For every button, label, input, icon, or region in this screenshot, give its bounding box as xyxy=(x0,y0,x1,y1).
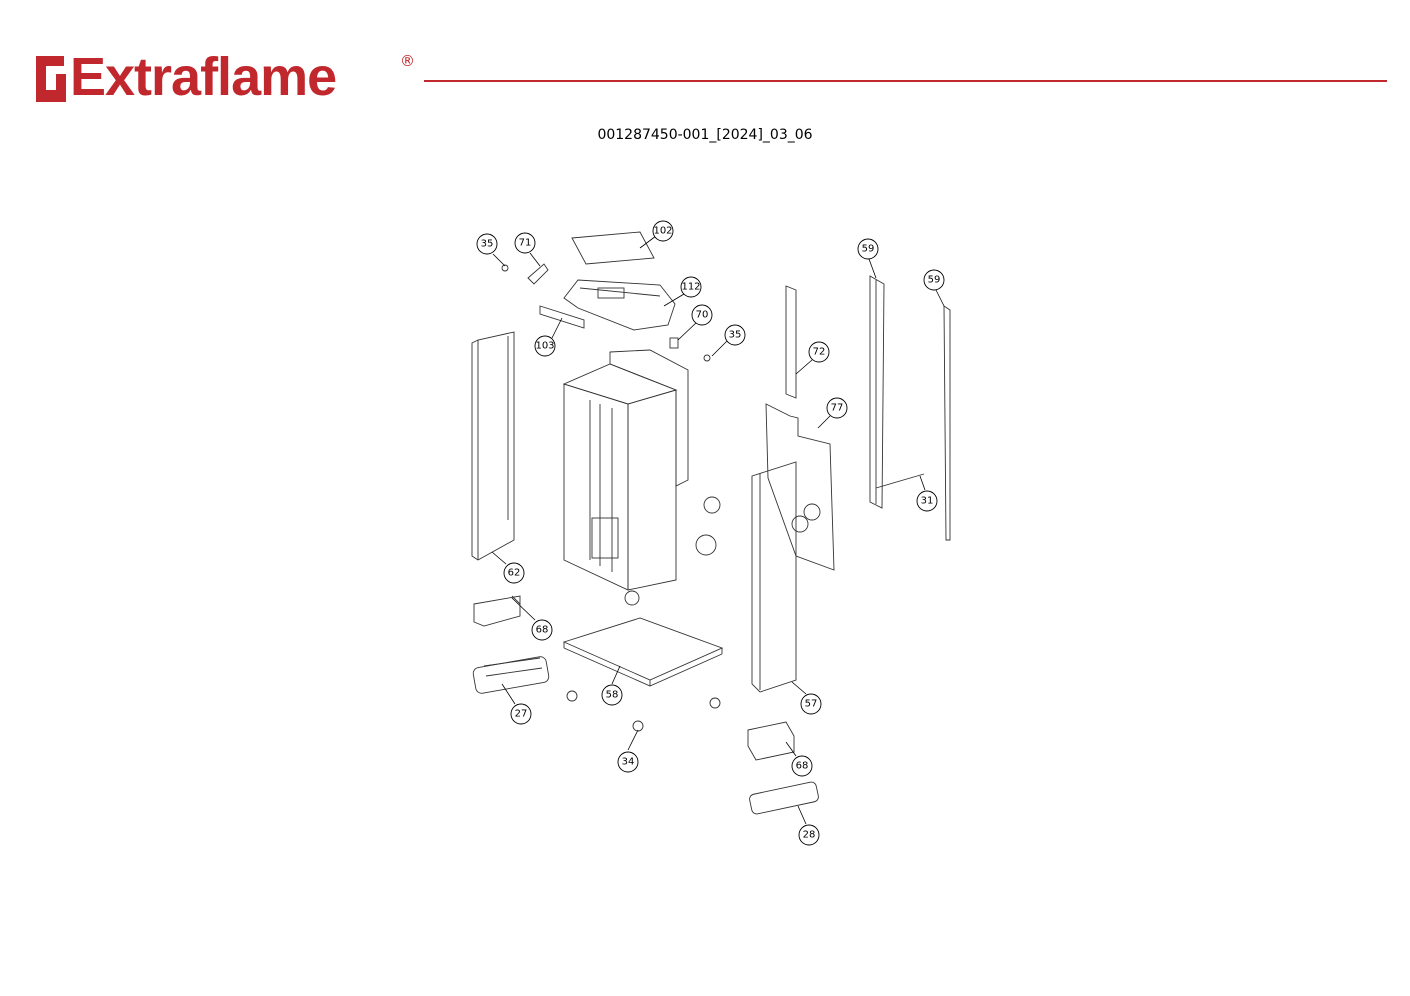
callout-112: 112 xyxy=(680,276,702,298)
callout-71: 71 xyxy=(514,232,536,254)
svg-text:72: 72 xyxy=(813,347,826,358)
registered-mark: ® xyxy=(400,52,415,70)
main-body-hopper xyxy=(609,349,689,487)
part-28-fan xyxy=(749,781,819,815)
part-71-bracket xyxy=(527,263,549,285)
callout-62: 62 xyxy=(503,562,525,584)
part-57-front-panel xyxy=(751,461,797,693)
part-35-screw-b xyxy=(703,354,711,362)
part-34-foot xyxy=(566,690,578,702)
part-68-cover-right xyxy=(747,721,795,761)
part-58-base-plate xyxy=(562,617,724,681)
svg-text:31: 31 xyxy=(921,496,934,507)
callout-35-top-left: 35 xyxy=(476,233,498,255)
svg-text:35: 35 xyxy=(481,239,494,250)
callout-70: 70 xyxy=(691,304,713,326)
header-rule xyxy=(424,80,1387,82)
part-102-top-plate xyxy=(571,231,655,265)
svg-text:103: 103 xyxy=(535,341,554,352)
main-body-front-face xyxy=(627,389,677,591)
svg-text:59: 59 xyxy=(862,244,875,255)
part-35-screw xyxy=(501,264,509,272)
part-27-fan xyxy=(472,656,550,694)
part-59-rail-left xyxy=(869,275,885,509)
main-body-top xyxy=(562,363,678,405)
part-112-top-frame xyxy=(563,279,676,331)
svg-text:68: 68 xyxy=(796,761,809,772)
callout-27: 27 xyxy=(510,703,532,725)
part-68-cover-left xyxy=(473,595,521,627)
part-72-rail xyxy=(785,285,797,399)
part-103-strip xyxy=(539,305,585,329)
callout-59-right: 59 xyxy=(923,269,945,291)
part-59-rail-right xyxy=(943,305,951,541)
callout-35-top-right: 35 xyxy=(724,324,746,346)
callout-59-left: 59 xyxy=(857,238,879,260)
svg-text:77: 77 xyxy=(831,403,844,414)
callout-58: 58 xyxy=(601,684,623,706)
brand-logo-mark xyxy=(36,56,66,102)
callout-68-right: 68 xyxy=(791,755,813,777)
document-id: 001287450-001_[2024]_03_06 xyxy=(597,127,813,143)
svg-text:34: 34 xyxy=(622,757,635,768)
svg-text:71: 71 xyxy=(519,238,532,249)
svg-text:62: 62 xyxy=(508,568,521,579)
svg-text:112: 112 xyxy=(681,282,700,293)
svg-text:68: 68 xyxy=(536,625,549,636)
part-70-clip xyxy=(669,337,679,349)
svg-text:35: 35 xyxy=(729,330,742,341)
callout-103: 103 xyxy=(534,335,556,357)
brand-name: Extraflame xyxy=(70,47,337,107)
logo-flame-icon xyxy=(36,56,66,102)
callout-34: 34 xyxy=(617,751,639,773)
svg-text:70: 70 xyxy=(696,310,709,321)
callout-77: 77 xyxy=(826,397,848,419)
svg-text:27: 27 xyxy=(515,709,528,720)
svg-text:59: 59 xyxy=(928,275,941,286)
callout-68-left: 68 xyxy=(531,619,553,641)
svg-text:28: 28 xyxy=(803,830,816,841)
part-31-sensor xyxy=(875,473,925,489)
main-body-left-face xyxy=(563,383,629,591)
callout-31: 31 xyxy=(916,490,938,512)
svg-text:102: 102 xyxy=(653,226,672,237)
svg-text:57: 57 xyxy=(805,699,818,710)
callout-28: 28 xyxy=(798,824,820,846)
callout-102: 102 xyxy=(652,220,674,242)
part-77-back-panel xyxy=(765,403,835,571)
callout-72: 72 xyxy=(808,341,830,363)
svg-text:58: 58 xyxy=(606,690,619,701)
callout-57: 57 xyxy=(800,693,822,715)
